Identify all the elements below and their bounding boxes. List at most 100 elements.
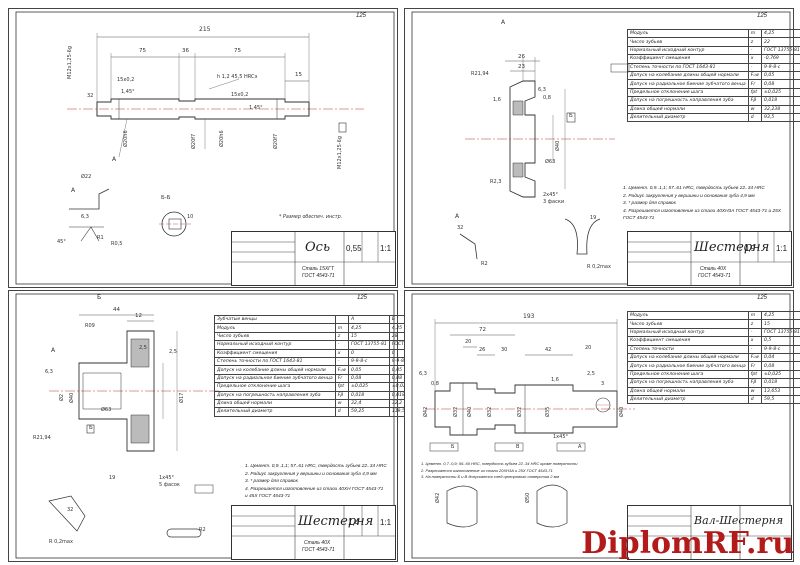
shaft-gear-param-cell: 0,04	[761, 352, 800, 363]
gear-2-param-cell: Предельное отклонение шага	[214, 382, 336, 392]
gear-2-dim-r02: R 0,2max	[49, 539, 73, 545]
gear-1-param-row: Нормальный исходный контур-ГОСТ 13755-81	[627, 45, 800, 56]
gear-2-param-cell: fpt	[334, 382, 350, 392]
gear-2-mass: 1,4	[348, 518, 360, 527]
shaft-title-block: Ось Сталь 15ХГТ ГОСТ 4543-71 0,55 1:1	[231, 231, 396, 286]
gear-1-param-cell: 0,05	[761, 70, 800, 81]
shaft-dim-3: 36	[182, 48, 189, 54]
gear-2-param-cell: ГОСТ 13755-81	[348, 340, 390, 350]
shaft-dim-45: 45°	[57, 239, 66, 245]
gear-1-dim-chamfers: 3 фаски	[543, 199, 565, 205]
shaft-gear-param-cell: 0,018	[761, 378, 800, 388]
shaft-view-a: А	[112, 156, 117, 163]
gear-1-material: Сталь 40Х	[700, 266, 727, 272]
shaft-gear-param-cell: x	[747, 336, 763, 346]
gear-2-param-cell: 9-9-8-с	[348, 356, 390, 367]
gear-1-param-cell: -	[747, 62, 763, 72]
gear-2-dim-r2: R2	[199, 527, 206, 533]
gear-2-material: Сталь 40Х	[304, 540, 331, 546]
shaft-gear-param-cell: 0,5	[761, 336, 800, 346]
gear-1-param-cell: ГОСТ 13755-81	[761, 45, 800, 56]
gear-1-dim-63: 6,3	[538, 87, 546, 93]
gear-2-param-cell: Допуск на погрешность направления зуба	[214, 390, 336, 400]
gear-1-param-cell: Предельное отклонение шага	[627, 87, 749, 98]
shaft-gear-param-cell: Fβ	[747, 378, 763, 388]
shaft-gear-note-2: 2. Разрешается изготовление из стали 20Х…	[421, 467, 553, 473]
shaft-gear-param-cell: ГОСТ 13755-81	[761, 327, 800, 338]
gear-2-notes: 1. Цемент. 0,9..1,1; 57..61 HRC, твердос…	[245, 463, 387, 501]
gear-1-param-cell: fpt	[747, 87, 763, 98]
shaft-gear-param-cell: 9-9-8-с	[761, 344, 800, 354]
shaft-gear-dim-30: 30	[501, 347, 508, 353]
gear-2-dia-17: Ø17	[179, 392, 185, 403]
gear-1-dim-chamfer: 2x45°	[543, 192, 559, 198]
shaft-gear-param-cell: Модуль	[627, 310, 749, 321]
shaft-gear-dim-26: 26	[479, 347, 486, 353]
shaft-thread-right: М12x1,25-6g	[337, 136, 343, 169]
shaft-gear-dim-25: 2,5	[587, 371, 595, 377]
gear-1-param-cell: 0,08	[761, 79, 800, 89]
gear-1-param-cell: Fr	[747, 79, 763, 89]
gear-2-note-2: 2. Радиус закругления у вершины и основа…	[245, 471, 377, 477]
shaft-view-a-label: А	[71, 187, 76, 194]
gear-1-note-2: 2. Радиус закругления у вершины и основа…	[623, 193, 755, 199]
gear-2-param-cell: m	[334, 323, 350, 333]
shaft-gear-param-cell: Делительный диаметр	[627, 394, 749, 405]
gear-2-datum-b: Б	[89, 425, 93, 431]
shaft-dim-6: 15x0,2	[117, 77, 135, 83]
gear-2-dim-chamfer: 1x45°	[159, 475, 175, 481]
gear-2-dim-chamfers: 5 фасок	[159, 482, 180, 488]
gear-2-param-cell: Длина общей нормали	[214, 398, 336, 409]
gear-1-param-cell: 22	[761, 37, 800, 47]
gear-2-title-block: Шестерня Сталь 40Х ГОСТ 4543-71 1,4 1:1	[231, 505, 396, 560]
gear-2-param-row: Степень точности по ГОСТ 1643-81-9-9-8-с…	[214, 356, 431, 367]
gear-1-drawing	[411, 11, 791, 285]
gear-2-param-cell: Число зубьев	[214, 331, 336, 342]
gear-2-param-cell: А	[348, 314, 390, 325]
gear-1-param-cell: 9-9-8-с	[761, 62, 800, 72]
gear-1-param-cell: 4,25	[761, 28, 800, 39]
shaft-gear-dim-193: 193	[523, 313, 535, 320]
gear-1-param-cell: Длина общей нормали	[627, 104, 749, 114]
shaft-gear-section-2: Ø50	[525, 492, 531, 503]
shaft-gear-datum-v: В	[516, 444, 520, 450]
shaft-gear-dia-32c: Ø32	[517, 406, 523, 417]
shaft-dia-4: Ø20f7	[273, 133, 279, 149]
gear-2-roughness: 125	[357, 295, 368, 301]
gear-1-param-row: Степень точности по ГОСТ 1643-81-9-9-8-с	[627, 62, 800, 72]
shaft-dim-4: 75	[234, 48, 241, 54]
gear-2-dia-2: Ø2	[59, 393, 65, 401]
shaft-gear-param-cell: 59,5	[761, 394, 800, 405]
shaft-hardening: h 1,2 45,5 HRCэ	[217, 74, 258, 80]
gear-2-dim-r09: R09	[85, 323, 95, 329]
shaft-dim-r1: R1	[97, 235, 104, 241]
shaft-gear-param-row: Степень точности-9-9-8-с	[627, 344, 800, 354]
gear-1-dim-r: R21,94	[471, 71, 489, 77]
gear-1-standard: ГОСТ 4543-71	[698, 273, 731, 279]
shaft-gear-param-cell: m	[747, 310, 763, 321]
shaft-dim-7: 15x0,2	[231, 92, 249, 98]
shaft-gear-dim-20a: 20	[465, 339, 472, 345]
gear-1-param-cell: Делительный диаметр	[627, 112, 749, 123]
shaft-gear-param-cell: z	[747, 319, 763, 329]
shaft-gear-param-cell: Допуск на радиальное биение зубчатого ве…	[627, 361, 749, 371]
shaft-gear-param-cell: -	[747, 327, 763, 338]
gear-2-dim-63: 6,3	[45, 369, 53, 375]
gear-2-standard: ГОСТ 4543-71	[302, 547, 335, 553]
gear-2-param-cell	[334, 314, 350, 325]
gear-1-dim-16: 1,6	[493, 97, 501, 103]
shaft-dim-r05: R0,5	[111, 241, 123, 247]
shaft-drawing	[15, 11, 395, 285]
gear-2-param-cell: 0,018	[348, 390, 390, 400]
gear-1-dim-23: 23	[518, 64, 525, 70]
